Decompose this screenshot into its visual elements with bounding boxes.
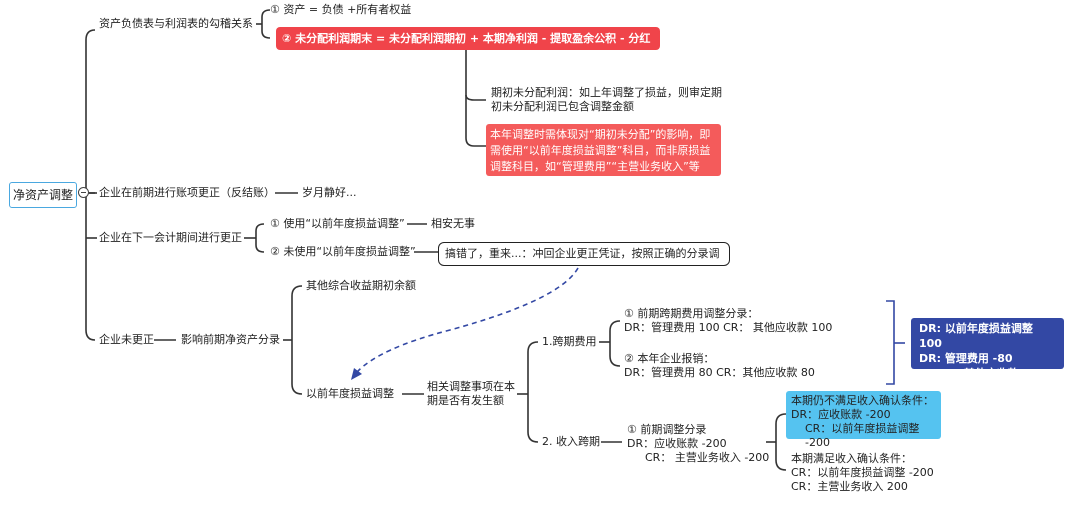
question-current-period-amount[interactable]: 相关调整事项在本期是否有发生额 xyxy=(427,380,515,407)
result-expense-entries[interactable]: DR: 以前年度损益调整 100 DR: 管理费用 -80 CR: 其他应收款 … xyxy=(911,318,1064,380)
condition-not-met-line1: DR：应收账款 -200 xyxy=(791,408,891,421)
condition-met-line2[interactable]: CR：主营业务收入 200 xyxy=(791,480,908,493)
result-line-3: CR: 其他应收款 20 xyxy=(939,367,1038,380)
item-retained-earnings-formula[interactable]: ② 未分配利润期末 = 未分配利润期初 + 本期净利润 - 提取盈余公积 - 分… xyxy=(276,27,660,50)
option-use-prior-year-adjustment[interactable]: ① 使用“以前年度损益调整” xyxy=(270,217,405,230)
note-opening-retained-earnings[interactable]: 期初未分配利润：如上年调整了损益，则审定期初未分配利润已包含调整金额 xyxy=(491,86,722,113)
root-node[interactable]: 净资产调整 xyxy=(9,182,77,208)
result-line-1: DR: 以前年度损益调整 100 xyxy=(919,322,1033,350)
result-no-issue[interactable]: 相安无事 xyxy=(431,217,475,230)
category-cross-period-revenue[interactable]: 2. 收入跨期 xyxy=(542,435,600,448)
branch-next-period-correction[interactable]: 企业在下一会计期间进行更正 xyxy=(99,231,242,244)
entry-prior-revenue-line1[interactable]: DR：应收账款 -200 xyxy=(627,437,727,450)
condition-met-title[interactable]: 本期满足收入确认条件： xyxy=(791,452,912,465)
entry-current-reimbursement-title[interactable]: ② 本年企业报销： xyxy=(624,352,715,365)
item-accounting-equation[interactable]: ① 资产 = 负债 +所有者权益 xyxy=(270,3,412,16)
condition-not-met-line2: CR：以前年度损益调整 -200 xyxy=(805,422,920,449)
item-affect-prior-net-assets[interactable]: 影响前期净资产分录 xyxy=(181,333,280,346)
condition-not-met-box[interactable]: 本期仍不满足收入确认条件： DR：应收账款 -200 CR：以前年度损益调整 -… xyxy=(786,391,941,449)
item-all-good[interactable]: 岁月静好... xyxy=(302,186,357,199)
entry-prior-revenue-line2[interactable]: CR： 主营业务收入 -200 xyxy=(645,451,770,464)
branch-balance-income-link[interactable]: 资产负债表与利润表的勾稽关系 xyxy=(99,17,253,30)
entry-current-reimbursement-line[interactable]: DR：管理费用 80 CR：其他应收款 80 xyxy=(624,366,815,379)
item-oci-opening-balance[interactable]: 其他综合收益期初余额 xyxy=(306,279,416,292)
condition-met-line1[interactable]: CR：以前年度损益调整 -200 xyxy=(791,466,934,479)
branch-prior-period-correction[interactable]: 企业在前期进行账项更正（反结账） xyxy=(99,186,275,199)
entry-prior-expense-line[interactable]: DR：管理费用 100 CR： 其他应收款 100 xyxy=(624,321,833,334)
note-prior-year-adjustment[interactable]: 本年调整时需体现对“期初未分配”的影响，即需使用“以前年度损益调整”科目，而非原… xyxy=(486,124,721,176)
result-line-2: DR: 管理费用 -80 xyxy=(919,352,1013,365)
result-redo-entries[interactable]: 搞错了，重来...：冲回企业更正凭证，按照正确的分录调 xyxy=(438,242,730,266)
condition-not-met-title: 本期仍不满足收入确认条件： xyxy=(791,394,934,407)
branch-not-corrected[interactable]: 企业未更正 xyxy=(99,333,154,346)
entry-prior-revenue-title[interactable]: ① 前期调整分录 xyxy=(627,423,707,436)
entry-prior-expense-title[interactable]: ① 前期跨期费用调整分录： xyxy=(624,307,759,320)
collapse-toggle-icon[interactable] xyxy=(78,187,89,198)
option-not-use-prior-year-adjustment[interactable]: ② 未使用“以前年度损益调整” xyxy=(270,245,416,258)
item-prior-year-adjustment[interactable]: 以前年度损益调整 xyxy=(306,387,394,400)
category-cross-period-expense[interactable]: 1.跨期费用 xyxy=(542,335,597,348)
